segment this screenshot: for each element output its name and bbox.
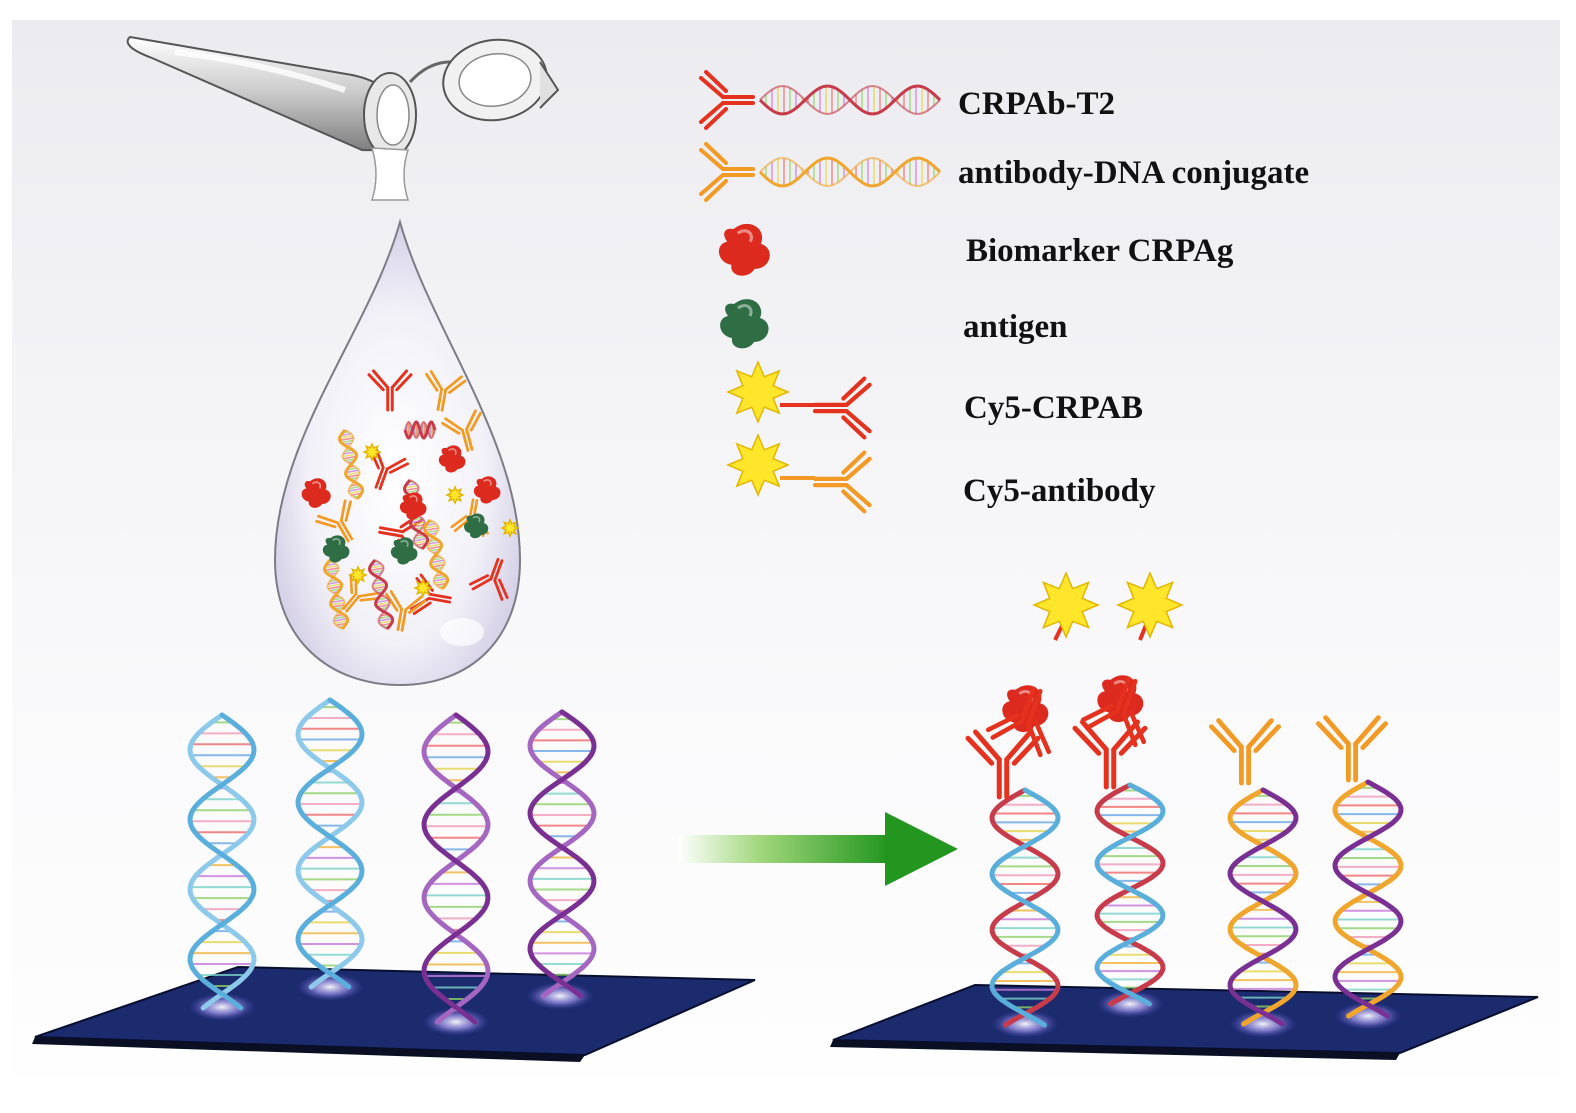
droplet-dna-helix	[368, 559, 395, 630]
droplet-antibody-icon	[468, 557, 509, 601]
process-arrow-icon	[678, 812, 958, 886]
dna-strand-purple-1	[421, 712, 491, 1025]
red-dna-strand-icon	[758, 84, 942, 116]
droplet-cy5-star-icon	[500, 518, 520, 538]
red-detection-antibody-icon	[812, 376, 872, 440]
orange-antibody-icon	[699, 142, 755, 202]
droplet-antibody-icon	[367, 369, 413, 412]
droplet-dna-strand	[403, 420, 437, 440]
legend-label-antigen: antigen	[963, 309, 1068, 345]
droplet-dna-strand	[323, 559, 350, 630]
droplet-dna-strand	[423, 519, 450, 590]
droplet-red-antigen-icon	[399, 492, 427, 520]
legend-label-biomarker-crpag: Biomarker CRPAg	[966, 233, 1234, 269]
hybridized-strand-4	[1332, 779, 1404, 1019]
droplet-green-antigen-icon	[464, 513, 489, 539]
droplet-green-antigen-icon	[390, 537, 418, 565]
surface-spot-glow	[296, 973, 364, 1001]
hybridized-strand-2	[1094, 782, 1166, 1007]
eppendorf-tube-icon	[126, 35, 560, 201]
dna-strand-blue-1	[187, 712, 257, 1011]
droplet-dna-helix	[338, 429, 365, 500]
legend-label-cy5-antibody: Cy5-antibody	[963, 473, 1156, 509]
droplet-dna-helix	[323, 559, 350, 630]
cy5-star-icon	[726, 433, 790, 497]
droplet-red-antigen-icon	[301, 478, 331, 508]
droplet-dna-strand	[368, 559, 395, 630]
droplet-red-antigen-icon	[473, 476, 501, 504]
droplet-antibody-icon	[315, 499, 354, 543]
droplet-cy5-star-icon	[362, 442, 382, 462]
droplet-antibody-icon	[385, 590, 427, 632]
hybridized-strand-1	[989, 787, 1061, 1028]
surface-spot-glow	[991, 1010, 1059, 1038]
legend-label-antibody-dna-conjugate: antibody-DNA conjugate	[958, 155, 1310, 191]
droplet-cy5-star-icon	[445, 485, 465, 505]
capture-antibody-orange-2	[1315, 715, 1389, 783]
surface-spot-glow	[1096, 990, 1164, 1018]
surface-spot-glow	[422, 1008, 490, 1036]
droplet-red-antigen-icon	[438, 445, 466, 473]
dna-strand-purple-2	[527, 709, 597, 999]
legend-label-crpab-t2: CRPAb-T2	[958, 86, 1116, 122]
droplet-cy5-star-icon	[413, 578, 433, 598]
detection-antibody-2	[1080, 676, 1147, 748]
droplet-dna-helix	[423, 519, 450, 590]
green-antigen-blob-icon	[720, 299, 769, 349]
surface-spot-glow	[526, 982, 594, 1010]
dna-strand-blue-2	[295, 697, 365, 990]
cy5-star-icon	[726, 360, 790, 424]
legend-label-cy5-crpab: Cy5-CRPAB	[964, 390, 1144, 426]
droplet-antibody-icon	[441, 409, 482, 452]
background-gradient	[12, 20, 1560, 1075]
droplet-green-antigen-icon	[322, 535, 350, 563]
sample-droplet	[273, 218, 522, 687]
droplet-dna-strand	[338, 429, 365, 500]
droplet-antibody-icon	[425, 370, 467, 412]
surface-spot-glow	[1229, 1010, 1297, 1038]
surface-spot-glow	[1334, 1002, 1402, 1030]
capture-antibody-orange-1	[1208, 718, 1282, 786]
bound-cy5-star-icon	[1116, 571, 1184, 639]
red-antibody-icon	[699, 70, 755, 130]
hybridized-strand-3	[1227, 787, 1299, 1027]
orange-detection-antibody-icon	[812, 450, 872, 514]
red-antigen-blob-icon	[718, 223, 770, 276]
bound-cy5-star-icon	[1032, 571, 1100, 639]
detection-antibody-1	[985, 686, 1052, 758]
droplet-cy5-star-icon	[348, 565, 368, 585]
orange-dna-strand-icon	[758, 156, 942, 188]
surface-spot-glow	[188, 993, 256, 1021]
